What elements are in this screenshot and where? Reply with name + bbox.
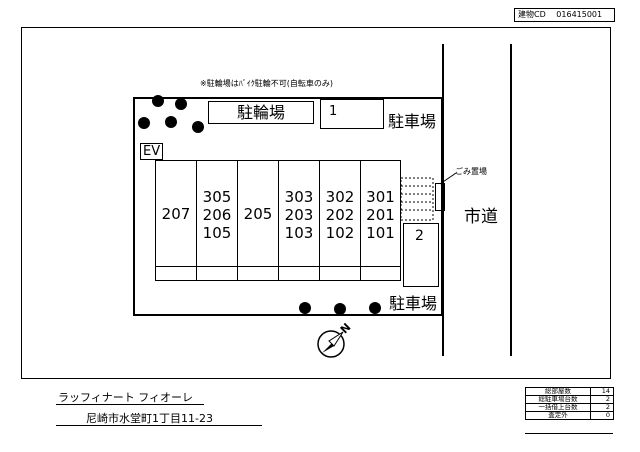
parking-label-bottom: 駐車場 xyxy=(389,294,438,313)
tree-icon xyxy=(152,95,164,107)
unit-205: 205 xyxy=(243,205,273,223)
unit-102: 102 xyxy=(325,224,355,242)
parking-space-2: 2 xyxy=(403,223,439,287)
bicycle-parking-label: 駐輪場 xyxy=(236,103,285,122)
summary-value: 2 xyxy=(590,403,614,412)
unit-201: 201 xyxy=(366,206,395,224)
summary-value: 14 xyxy=(590,387,614,396)
tree-icon xyxy=(334,303,346,315)
property-name: ラッフィナート フィオーレ xyxy=(58,391,194,404)
unit-103: 103 xyxy=(284,224,314,242)
bicycle-note: ※駐輪場はﾊﾞｲｸ駐輪不可(自転車のみ) xyxy=(200,79,333,88)
unit-206: 206 xyxy=(202,206,232,224)
unit-105: 105 xyxy=(202,224,232,242)
drawing-frame xyxy=(21,27,611,379)
unit-303: 303 xyxy=(284,188,314,206)
summary-value: 2 xyxy=(590,395,614,404)
garbage-leader-line xyxy=(439,172,457,185)
city-road-label: 市道 xyxy=(464,207,498,227)
tree-icon xyxy=(138,117,150,129)
balcony-line xyxy=(155,266,401,267)
summary-value: 0 xyxy=(590,411,614,420)
unit-202: 202 xyxy=(325,206,355,224)
garbage-label: ごみ置場 xyxy=(455,167,487,176)
compass-icon xyxy=(317,330,345,358)
tree-icon xyxy=(192,121,204,133)
building-code-label: 建物CD xyxy=(518,10,546,19)
summary-label: 査定外 xyxy=(525,411,591,420)
tree-icon xyxy=(165,116,177,128)
summary-bottom-line xyxy=(525,433,613,434)
unit-101: 101 xyxy=(366,224,395,242)
parking-label-top: 駐車場 xyxy=(388,112,437,131)
garbage-area-hatch xyxy=(400,177,434,221)
unit-302: 302 xyxy=(325,188,355,206)
units-block: 207 305 206 105 205 303 203 103 302 202 … xyxy=(155,160,401,281)
unit-207: 207 xyxy=(161,205,191,223)
building-code-value: 016415001 xyxy=(556,10,603,19)
tree-icon xyxy=(369,302,381,314)
summary-row: 一括借上台数 2 xyxy=(525,403,614,412)
parking-space-number: 1 xyxy=(329,104,338,119)
parking-space-1: 1 xyxy=(320,99,384,129)
property-name-underline xyxy=(56,404,204,405)
property-address-underline xyxy=(56,425,262,426)
unit-301: 301 xyxy=(366,188,395,206)
parking-space-number: 2 xyxy=(415,228,424,244)
city-road xyxy=(442,44,512,356)
unit-305: 305 xyxy=(202,188,232,206)
unit-203: 203 xyxy=(284,206,314,224)
summary-table: 総部屋数 14 総駐車場台数 2 一括借上台数 2 査定外 0 xyxy=(525,387,614,420)
tree-icon xyxy=(299,302,311,314)
tree-icon xyxy=(175,98,187,110)
garbage-bin xyxy=(435,183,445,211)
building-code-box: 建物CD 016415001 xyxy=(514,8,615,22)
elevator-label: EV xyxy=(140,143,164,160)
bicycle-parking-area: 駐輪場 xyxy=(208,101,314,124)
unit-column xyxy=(360,160,401,281)
property-address: 尼崎市水堂町1丁目11-23 xyxy=(86,412,213,425)
summary-row: 査定外 0 xyxy=(525,411,614,420)
